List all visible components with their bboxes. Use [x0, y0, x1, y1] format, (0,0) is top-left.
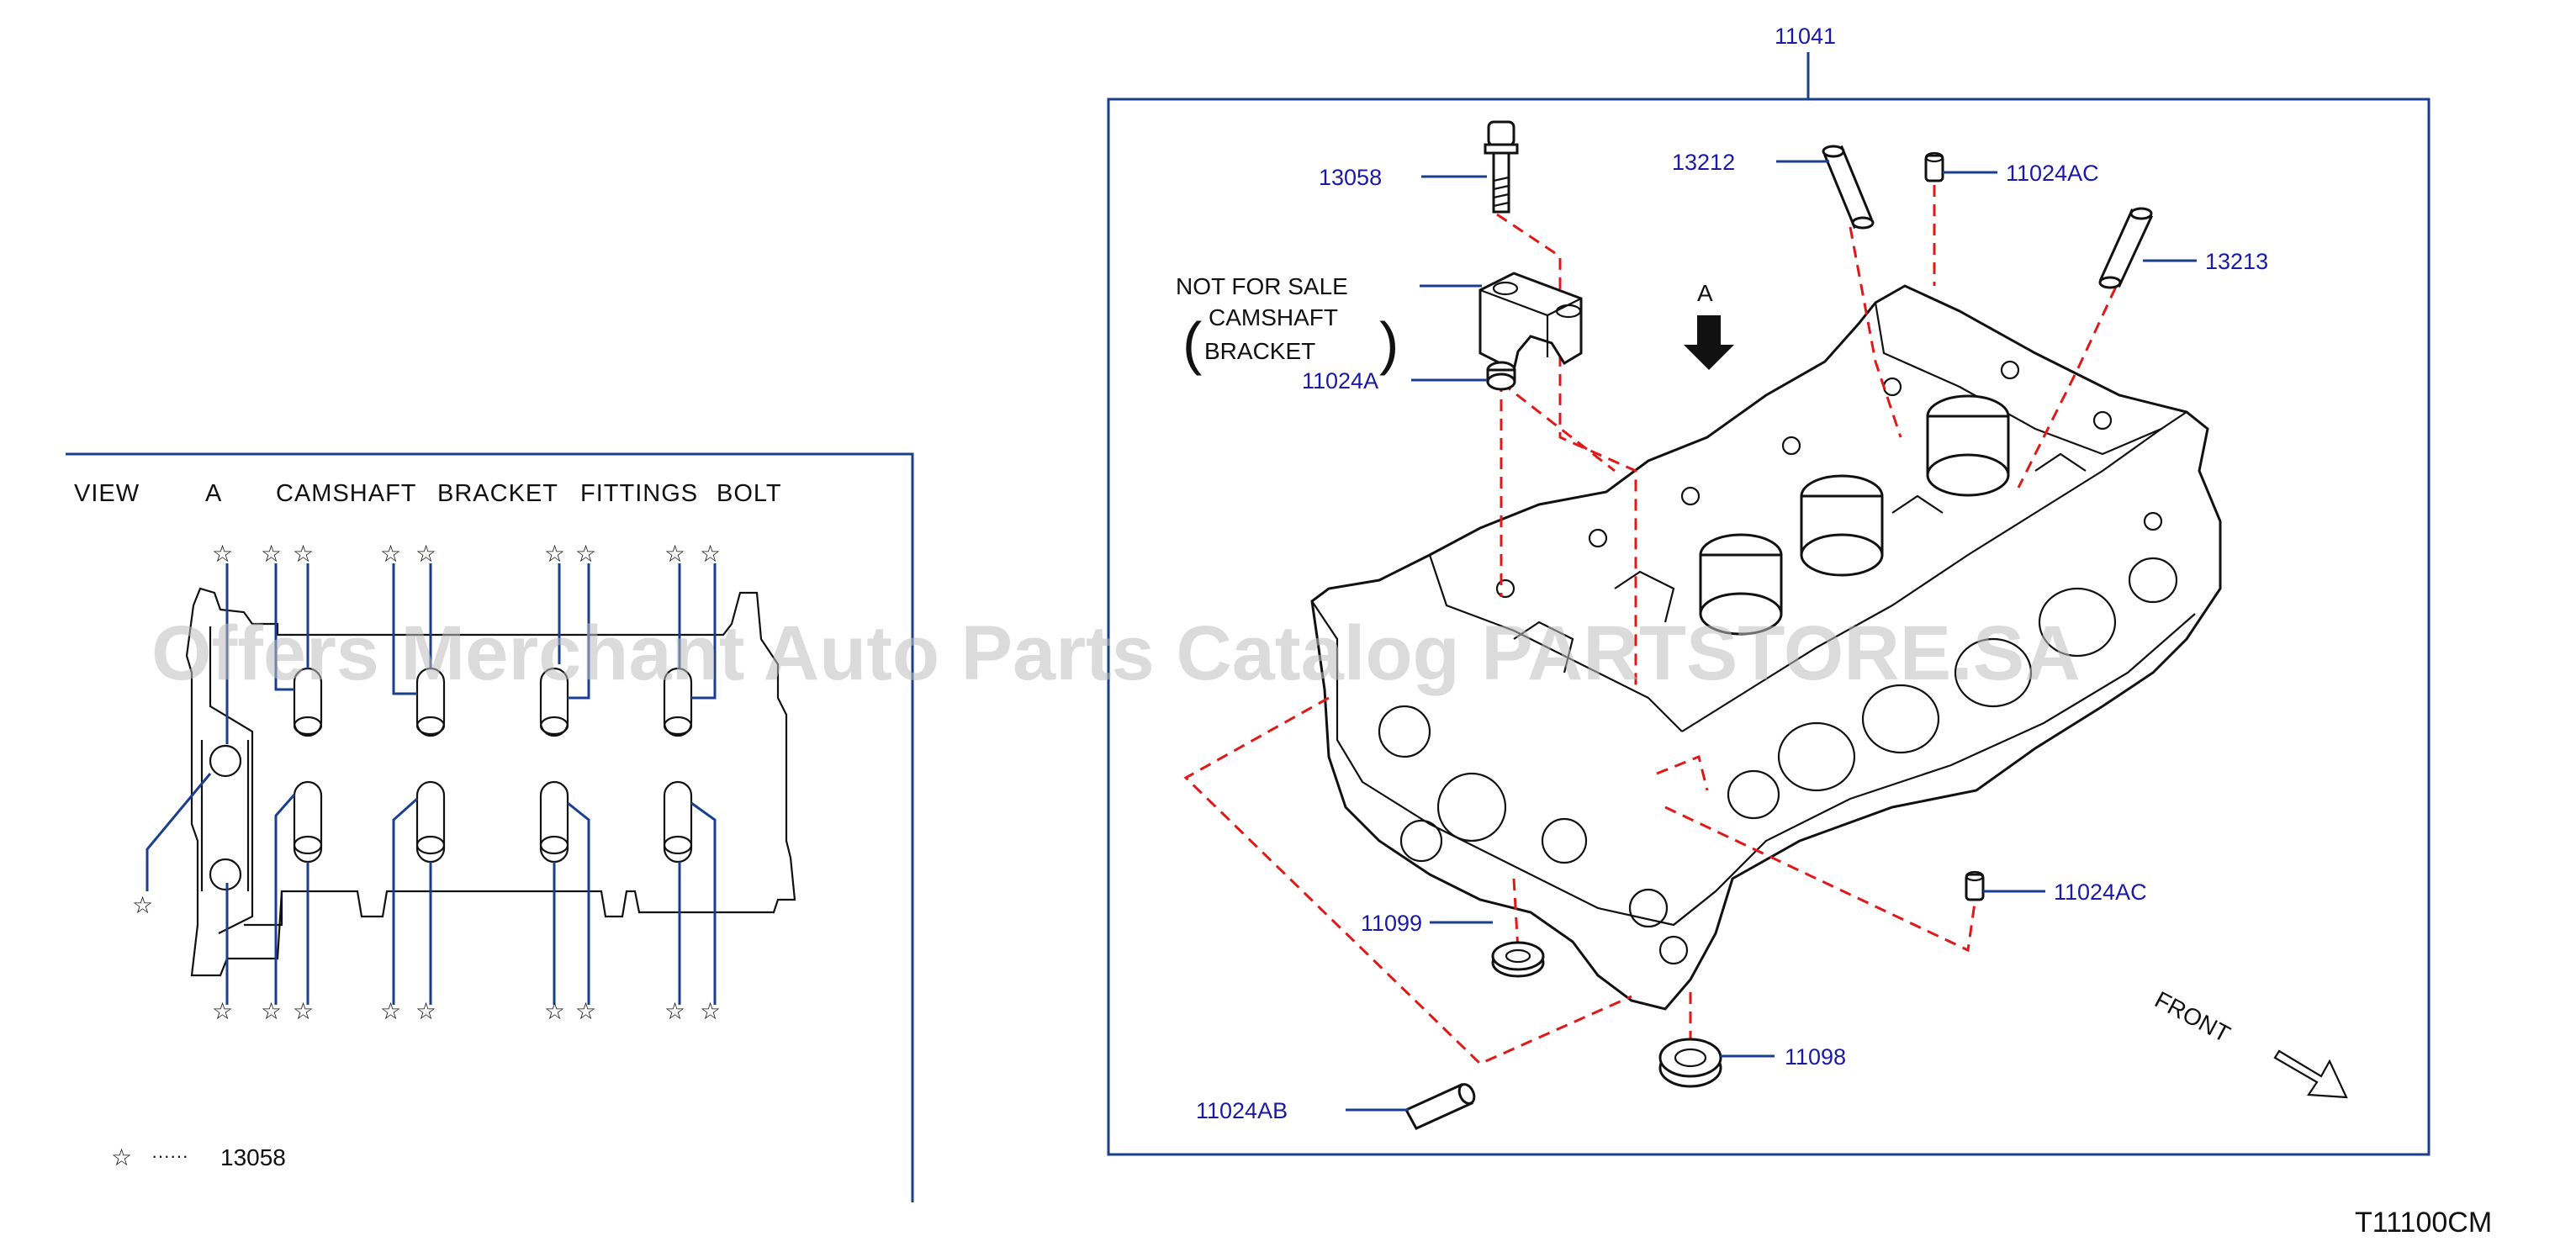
assembly-frame	[1107, 98, 2431, 1156]
bolt-leaders	[145, 563, 717, 1005]
journal-upper-3	[539, 667, 569, 737]
cylinder-head-body	[1310, 284, 2222, 1011]
guide-13212[interactable]	[1822, 145, 1875, 230]
heading-a: A	[205, 480, 222, 507]
star-icon: ☆	[415, 541, 436, 567]
heading-bolt: BOLT	[717, 480, 782, 507]
star-icon: ☆	[700, 998, 721, 1024]
heading-camshaft: CAMSHAFT	[276, 480, 417, 507]
callout-13058[interactable]: 13058	[1319, 165, 1382, 190]
front-indicator: FRONT	[2150, 986, 2348, 1099]
camshaft-bracket[interactable]	[1478, 272, 1583, 372]
star-icon: ☆	[212, 541, 233, 567]
note-bracket: BRACKET	[1204, 338, 1315, 364]
bolt-stars-bottom: ☆ ☆ ☆ ☆ ☆ ☆ ☆ ☆ ☆ ☆	[132, 892, 721, 1024]
note-paren-right: )	[1379, 310, 1399, 376]
star-icon: ☆	[700, 541, 721, 567]
star-icon: ☆	[293, 998, 314, 1024]
legend-part-number[interactable]: 13058	[220, 1144, 286, 1170]
not-for-sale-note: NOT FOR SALE ( CAMSHAFT BRACKET )	[1176, 273, 1482, 376]
view-a-frame	[66, 452, 914, 1202]
star-icon: ☆	[664, 998, 685, 1024]
bolt-stars-top: ☆ ☆ ☆ ☆ ☆ ☆ ☆ ☆ ☆	[212, 541, 721, 567]
star-icon: ☆	[293, 541, 314, 567]
star-icon: ☆	[415, 998, 436, 1024]
dowel-11024AB[interactable]	[1404, 1082, 1477, 1130]
callout-13212[interactable]: 13212	[1672, 150, 1735, 175]
journal-lower-3	[539, 780, 569, 864]
view-a-arrow: A	[1684, 280, 1734, 370]
note-camshaft: CAMSHAFT	[1209, 304, 1338, 330]
star-icon: ☆	[575, 998, 596, 1024]
callout-11041[interactable]: 11041	[1775, 24, 1836, 49]
callout-labels: 13058 13212 11024AC 13213 11024A 11099 1…	[1196, 150, 2268, 1123]
legend-dots: ······	[151, 1145, 188, 1166]
heading-view: VIEW	[74, 480, 140, 507]
callout-11024AB[interactable]: 11024AB	[1196, 1098, 1288, 1123]
star-icon: ☆	[575, 541, 596, 567]
journal-lower-1	[293, 780, 323, 864]
dowel-11024A[interactable]	[1486, 361, 1516, 391]
view-a-heading: VIEW A CAMSHAFT BRACKET FITTINGS BOLT	[74, 480, 782, 507]
legend-star-icon: ☆	[111, 1144, 132, 1170]
note-not-for-sale: NOT FOR SALE	[1176, 273, 1348, 299]
star-icon: ☆	[261, 998, 282, 1024]
view-arrow-label: A	[1697, 280, 1713, 306]
callout-11024AC-right[interactable]: 11024AC	[2054, 880, 2147, 905]
star-icon: ☆	[212, 998, 233, 1024]
view-a-panel: VIEW A CAMSHAFT BRACKET FITTINGS BOLT	[66, 452, 914, 1202]
dowel-11024AC-right[interactable]	[1965, 870, 1985, 901]
callout-leaders	[1346, 160, 2197, 1112]
star-icon: ☆	[380, 541, 401, 567]
guide-13213[interactable]	[2098, 207, 2154, 289]
heading-bracket: BRACKET	[437, 480, 558, 507]
star-icon: ☆	[132, 892, 153, 918]
callout-11024AC-top[interactable]: 11024AC	[2006, 161, 2099, 186]
star-icon: ☆	[544, 541, 565, 567]
view-a-legend: ☆ ······ 13058	[111, 1144, 286, 1170]
exploded-view-panel: 11041	[1107, 24, 2431, 1156]
cylinder-head-top-view	[185, 587, 796, 977]
star-icon: ☆	[261, 541, 282, 567]
camshaft-journals	[293, 667, 693, 864]
diagram-code: T11100CM	[2355, 1207, 2492, 1239]
seal-11099[interactable]	[1491, 941, 1545, 978]
star-icon: ☆	[380, 998, 401, 1024]
journal-upper-4	[663, 667, 693, 737]
star-icon: ☆	[544, 998, 565, 1024]
star-icon: ☆	[664, 541, 685, 567]
watermark: Offers Merchant Auto Parts Catalog PARTS…	[151, 610, 2081, 696]
callout-13213[interactable]: 13213	[2205, 249, 2268, 274]
callout-11024A[interactable]: 11024A	[1302, 368, 1378, 394]
journal-lower-4	[663, 780, 693, 864]
bolt-13058[interactable]	[1484, 120, 1519, 214]
seal-11098[interactable]	[1658, 1038, 1722, 1088]
callout-11099[interactable]: 11099	[1361, 911, 1422, 936]
front-arrow-icon	[2273, 1049, 2348, 1099]
callout-11098[interactable]: 11098	[1785, 1044, 1846, 1070]
heading-fittings: FITTINGS	[580, 480, 698, 507]
dowel-11024AC-top[interactable]	[1924, 151, 1944, 182]
front-label: FRONT	[2150, 986, 2235, 1048]
note-paren-left: (	[1182, 310, 1202, 376]
journal-lower-2	[415, 780, 446, 864]
